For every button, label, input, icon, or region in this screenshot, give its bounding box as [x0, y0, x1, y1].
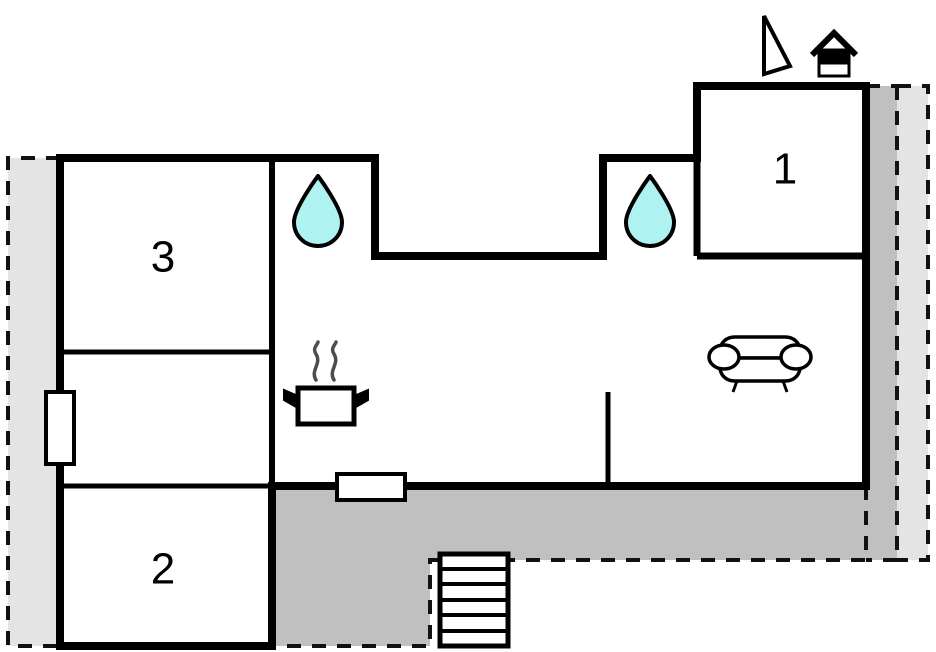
cooking-pot-icon: [283, 340, 369, 427]
terrace-bottom: [272, 486, 868, 648]
terrace-right-inner: [866, 84, 899, 562]
sofa-icon: [707, 335, 813, 393]
north-arrow-icon: [762, 15, 793, 77]
stairs-icon: [437, 551, 511, 649]
room-number-3: 3: [151, 233, 175, 282]
water-drop-icon: [624, 174, 676, 248]
terrace-right-outer: [897, 84, 930, 562]
water-drop-icon: [292, 174, 344, 248]
house-icon: [809, 28, 859, 78]
interior-walls: [60, 158, 866, 646]
room-number-1: 1: [773, 145, 797, 194]
room-number-2: 2: [151, 545, 175, 594]
door-opening-bottom-wall[interactable]: [335, 472, 407, 502]
door-opening-left-wall[interactable]: [44, 390, 76, 466]
